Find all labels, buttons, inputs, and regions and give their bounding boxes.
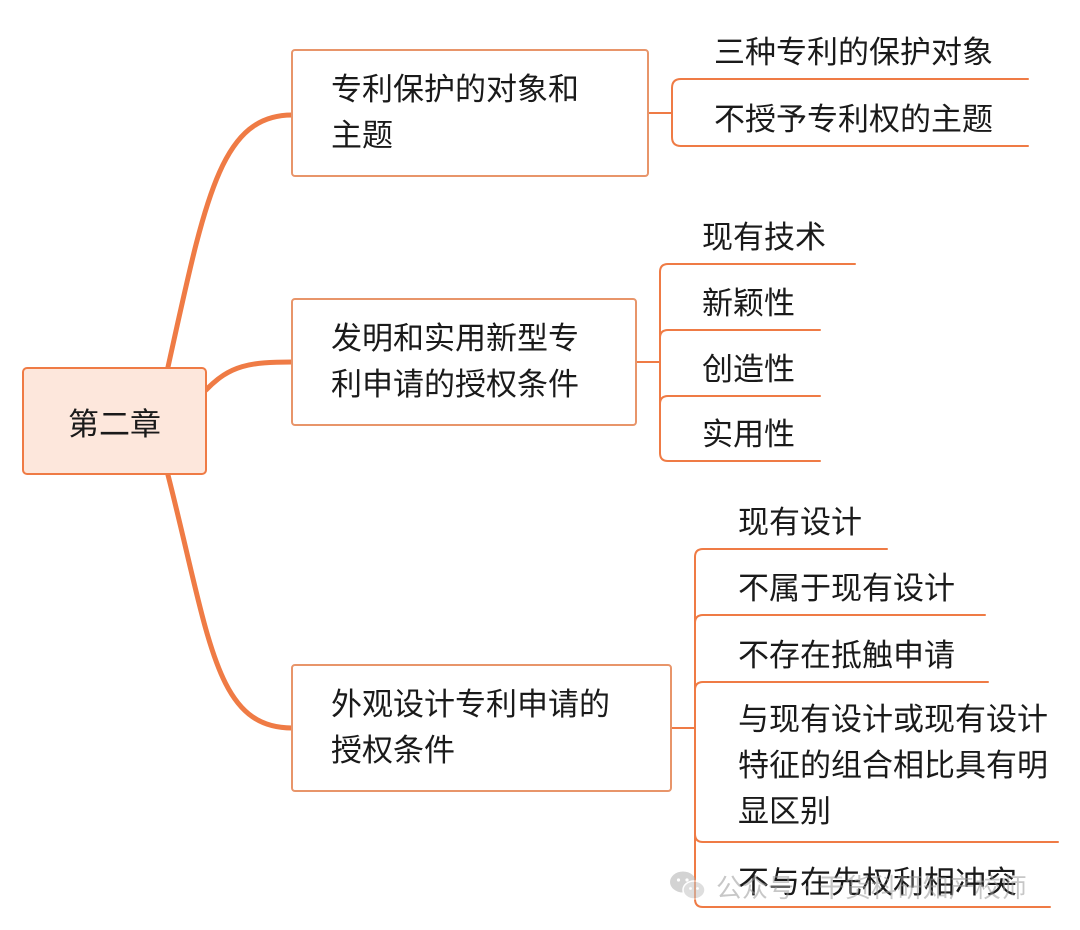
branch-3-child-1-line: [694, 548, 888, 558]
leaf-node[interactable]: 实用性: [702, 417, 795, 453]
branch-node-text: 专利保护的对象和 主题: [331, 67, 579, 159]
branch-2-child-1-line: [659, 263, 856, 273]
branch-node-line: 主题: [331, 118, 393, 154]
branch-2-child-2-line: [659, 329, 821, 339]
root-node[interactable]: 第二章: [22, 367, 207, 475]
watermark-text: 公众号 · 干货科研知产校师: [716, 873, 1027, 904]
leaf-node[interactable]: 不与在先权利相冲突: [738, 865, 1017, 901]
leaf-node[interactable]: 不属于现有设计: [738, 571, 955, 607]
branch-1-child-1-line: [671, 78, 1029, 114]
leaf-node[interactable]: 与现有设计或现有设计特征的组合相比具有明显区别: [738, 702, 1048, 830]
leaf-node[interactable]: 不授予专利权的主题: [714, 102, 993, 138]
branch-3-child-4-line: [694, 833, 1059, 843]
root-to-branch-1: [165, 112, 295, 370]
leaf-node[interactable]: 现有设计: [738, 505, 862, 541]
branch-3-child-5-line: [694, 898, 1051, 908]
branch-node-line: 利申请的授权条件: [331, 367, 579, 403]
root-node-label: 第二章: [68, 406, 161, 443]
branch-3-child-2-line: [694, 614, 986, 624]
branch-2-child-4-line: [659, 452, 821, 462]
root-to-branch-2: [203, 359, 295, 393]
branch-node-text: 外观设计专利申请的 授权条件: [331, 682, 610, 774]
branch-3-child-3-line: [694, 681, 989, 691]
branch-1-child-2-line: [671, 112, 1029, 147]
branch-node-design-conditions[interactable]: 外观设计专利申请的 授权条件: [291, 664, 672, 792]
leaf-node[interactable]: 创造性: [702, 352, 795, 388]
leaf-node[interactable]: 三种专利的保护对象: [714, 35, 993, 71]
branch-node-text: 发明和实用新型专 利申请的授权条件: [331, 316, 579, 408]
branch-node-invention-conditions[interactable]: 发明和实用新型专 利申请的授权条件: [291, 298, 637, 426]
branch-node-patent-objects[interactable]: 专利保护的对象和 主题: [291, 49, 649, 177]
branch-node-line: 专利保护的对象和: [331, 72, 579, 108]
watermark: 公众号 · 干货科研知产校师: [668, 866, 1027, 906]
root-to-branch-3: [165, 472, 295, 731]
branch-node-line: 授权条件: [331, 733, 455, 769]
branch-node-line: 发明和实用新型专: [331, 321, 579, 357]
leaf-node[interactable]: 不存在抵触申请: [738, 638, 955, 674]
leaf-node[interactable]: 现有技术: [702, 220, 826, 256]
branch-node-line: 外观设计专利申请的: [331, 687, 610, 723]
branch-2-child-3-line: [659, 395, 821, 405]
leaf-node[interactable]: 新颖性: [702, 286, 795, 322]
wechat-icon: [670, 871, 706, 900]
